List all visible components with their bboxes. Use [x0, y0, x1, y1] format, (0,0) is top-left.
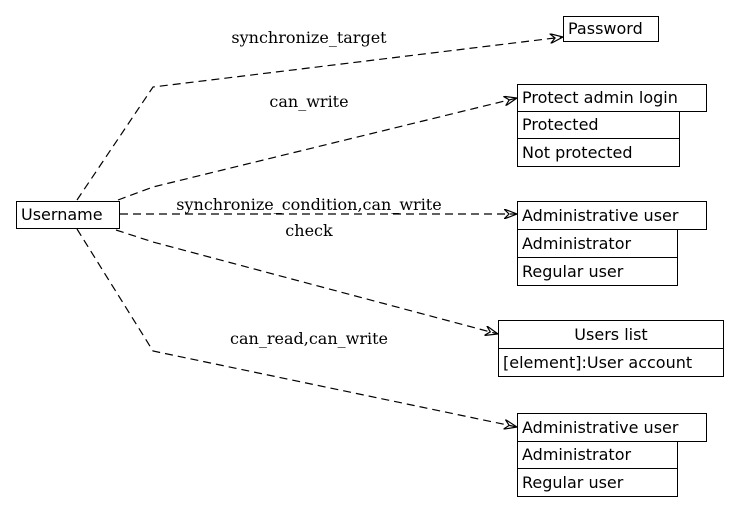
node-option[interactable]: Regular user [517, 257, 678, 286]
node-option[interactable]: [element]:User account [498, 348, 724, 377]
edge-check [115, 229, 498, 334]
edge-label: synchronize_target [231, 28, 387, 47]
node-option[interactable]: Protected [517, 111, 680, 139]
edge-can-read-write [76, 228, 517, 427]
edge-label: can_write [269, 92, 349, 111]
node-option[interactable]: Not protected [517, 138, 680, 167]
edge-label: can_read,can_write [230, 329, 388, 348]
edge-synchronize-target [76, 37, 563, 201]
node-password[interactable]: Password [563, 16, 659, 42]
node-administrative-user[interactable]: Administrative user [517, 413, 707, 442]
node-username[interactable]: Username [16, 201, 120, 229]
node-protect-admin-login[interactable]: Protect admin login [517, 84, 707, 112]
edge-label: check [285, 221, 333, 240]
node-option[interactable]: Administrator [517, 441, 678, 469]
node-option[interactable]: Regular user [517, 468, 678, 497]
node-option[interactable]: Administrator [517, 229, 678, 258]
edge-label: synchronize_condition,can_write [176, 195, 442, 214]
node-administrative-user[interactable]: Administrative user [517, 201, 707, 230]
edge-can-write [117, 98, 517, 201]
node-users-list[interactable]: Users list [498, 320, 724, 349]
